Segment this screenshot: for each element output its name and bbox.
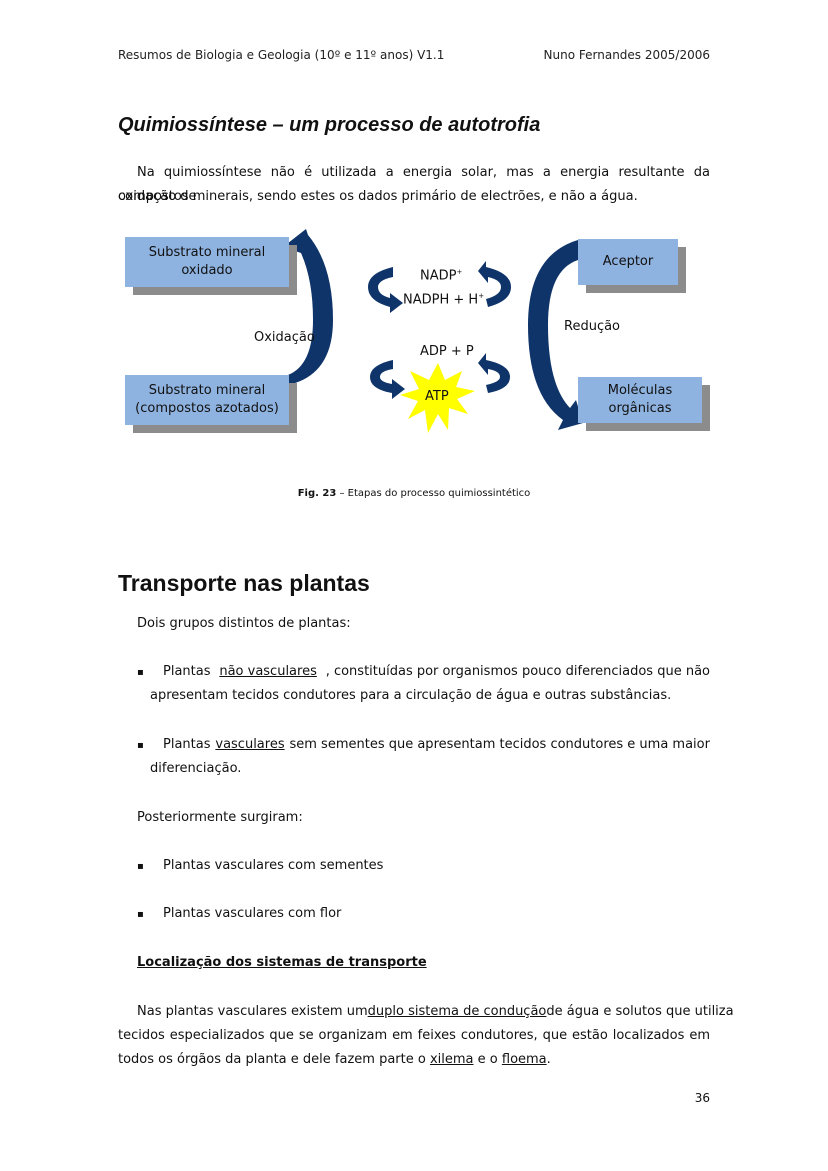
box-substrate-mineral: Substrato mineral (compostos azotados) [125, 375, 289, 425]
nadp-label: NADP+ [420, 268, 462, 283]
bullet-1-line-1: Plantas não vasculares , constituídas po… [163, 664, 710, 679]
running-header-right: Nuno Fernandes 2005/2006 [543, 48, 710, 62]
box-line: Substrato mineral [148, 245, 266, 260]
nadph-label: NADPH + H+ [403, 292, 484, 307]
text: sem sementes que apresentam tecidos cond… [289, 737, 710, 752]
bullet-1-line-2: apresentam tecidos condutores para a cir… [150, 688, 672, 703]
text: . [546, 1052, 551, 1067]
running-header-left: Resumos de Biologia e Geologia (10º e 11… [118, 48, 445, 62]
bullet-marker: ▪ [137, 667, 144, 678]
box-line: oxidado [181, 263, 233, 278]
nadph-superscript: + [478, 292, 485, 300]
box-substrate-oxidized: Substrato mineral oxidado [125, 237, 289, 287]
text: Plantas [163, 664, 211, 679]
underlined-term: floema [501, 1052, 547, 1067]
adp-right-arrow [478, 353, 510, 393]
text: Nas plantas vasculares existem um [137, 1004, 368, 1019]
underlined-term: não vasculares [219, 664, 317, 679]
box-acceptor: Aceptor [578, 239, 678, 285]
box-line: Aceptor [602, 254, 654, 269]
chemosynthesis-diagram: Substrato mineral oxidado Substrato miner… [118, 225, 718, 450]
box-line: Moléculas [607, 383, 673, 398]
oxidation-label: Oxidação [254, 330, 315, 345]
paragraph-line: Na quimiossíntese não é utilizada a ener… [118, 165, 710, 204]
figure-caption-text: – Etapas do processo quimiossintético [336, 488, 531, 499]
section-title-chemosynthesis: Quimiossíntese – um processo de autotrof… [118, 114, 541, 136]
later-text: Posteriormente surgiram: [137, 810, 303, 825]
bullet-2-line-2: diferenciação. [150, 761, 242, 776]
box-organic-molecules: Moléculas orgânicas [578, 377, 702, 423]
box-line: Substrato mineral [148, 383, 266, 398]
underlined-term: duplo sistema de condução [367, 1004, 547, 1019]
paragraph-line: todos os órgãos da planta e dele fazem p… [118, 1052, 551, 1067]
nadp-superscript: + [456, 268, 463, 276]
nadp-right-arrow [478, 261, 511, 307]
reduction-arrow [528, 240, 583, 430]
paragraph-line: compostos minerais, sendo estes os dados… [118, 189, 638, 204]
text: e o [477, 1052, 498, 1067]
text: todos os órgãos da planta e dele fazem p… [118, 1052, 426, 1067]
nadp-text: NADP [420, 268, 457, 284]
adp-label: ADP + P [420, 344, 474, 359]
bullet-marker: ▪ [137, 909, 144, 920]
text: , constituídas por organismos pouco dife… [325, 664, 710, 679]
nadph-text: NADPH + H [403, 292, 479, 308]
atp-label: ATP [425, 389, 449, 404]
adp-left-arrow [370, 360, 405, 399]
atp-star-shape [400, 363, 475, 433]
text: de água e solutos que utiliza [546, 1004, 734, 1019]
nadp-left-arrow [368, 267, 403, 313]
underlined-term: vasculares [215, 737, 285, 752]
intro-text: Dois grupos distintos de plantas: [137, 616, 351, 631]
box-line: orgânicas [608, 401, 672, 416]
oxidation-arrow [283, 229, 333, 385]
figure-number: Fig. 23 [297, 488, 337, 499]
bullet-3-text: Plantas vasculares com sementes [163, 858, 384, 873]
paragraph-line: tecidos especializados que se organizam … [118, 1028, 710, 1043]
text: Plantas [163, 737, 211, 752]
paragraph-line: Nas plantas vasculares existem um duplo … [137, 1004, 734, 1019]
bullet-4-text: Plantas vasculares com flor [163, 906, 342, 921]
bullet-2-line-1: Plantas vasculares sem sementes que apre… [163, 737, 710, 752]
page-number: 36 [694, 1091, 710, 1105]
figure-caption: Fig. 23 – Etapas do processo quimiossint… [0, 488, 828, 499]
bullet-marker: ▪ [137, 861, 144, 872]
box-line: (compostos azotados) [135, 401, 279, 416]
diagram-arrows [283, 229, 583, 433]
section-title-transport: Transporte nas plantas [118, 570, 370, 596]
subheading-transport-systems: Localização dos sistemas de transporte [137, 955, 427, 970]
underlined-term: xilema [429, 1052, 474, 1067]
reduction-label: Redução [564, 319, 621, 334]
bullet-marker: ▪ [137, 740, 144, 751]
